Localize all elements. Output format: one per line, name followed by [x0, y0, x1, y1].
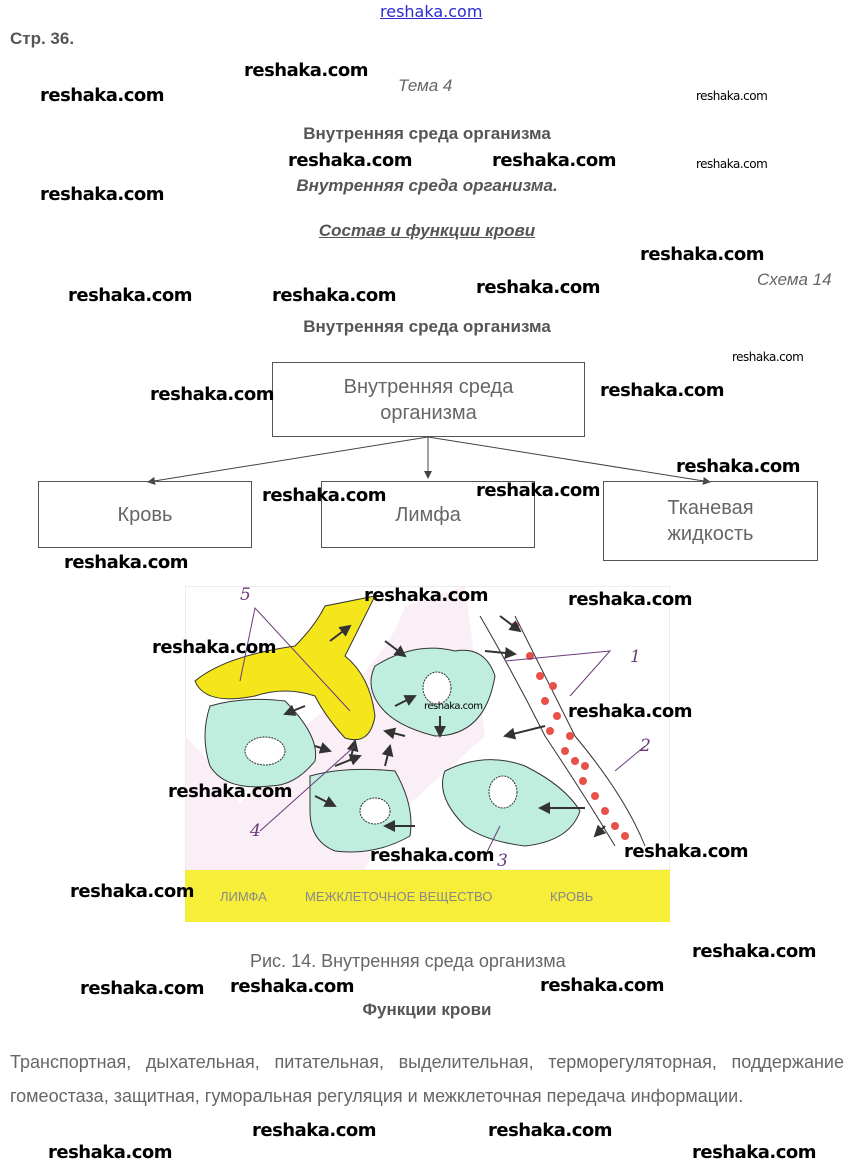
watermark: reshaka.com — [732, 350, 804, 364]
heading-3: Состав и функции крови — [318, 221, 536, 240]
functions-text: Транспортная, дыхательная, питательная, … — [10, 1052, 844, 1106]
legend-lymph: ЛИМФА — [220, 889, 267, 904]
label-4: 4 — [249, 821, 261, 841]
topic: Тема 4 — [398, 76, 453, 95]
watermark: reshaka.com — [288, 150, 413, 171]
child-3-line-1: Тканевая — [667, 497, 754, 519]
scheme-label: Схема 14 — [757, 270, 832, 289]
child-1: Кровь — [117, 503, 173, 526]
box-tissue-fluid: Тканевая жидкость — [603, 481, 818, 561]
watermark: reshaka.com — [624, 841, 749, 862]
watermark: reshaka.com — [568, 701, 693, 722]
watermark: reshaka.com — [492, 150, 617, 171]
label-2: 2 — [639, 736, 651, 756]
watermark: reshaka.com — [252, 1120, 377, 1141]
watermark: reshaka.com — [696, 89, 768, 103]
diagram-arrows — [147, 436, 711, 485]
watermark: reshaka.com — [370, 845, 495, 866]
legend-blood: КРОВЬ — [550, 889, 594, 904]
label-1: 1 — [630, 647, 641, 667]
arrow-tissue — [427, 436, 711, 485]
watermark: reshaka.com — [696, 157, 768, 171]
functions-title: Функции крови — [362, 1000, 492, 1019]
watermark: reshaka.com — [70, 881, 195, 902]
watermark: reshaka.com — [48, 1142, 173, 1163]
diagram-root-box: Внутренняя среда организма — [272, 362, 585, 437]
watermark: reshaka.com — [692, 941, 817, 962]
watermark: reshaka.com — [692, 1142, 817, 1163]
watermark: reshaka.com — [40, 85, 165, 106]
watermark: reshaka.com — [168, 781, 293, 802]
watermark: reshaka.com — [364, 585, 489, 606]
box-lymph: Лимфа — [321, 481, 535, 548]
watermark: reshaka.com — [488, 1120, 613, 1141]
lymph-vessel — [194, 595, 376, 741]
watermark: reshaka.com — [640, 244, 765, 265]
label-3: 3 — [497, 851, 508, 871]
page-ref: Стр. 36. — [10, 29, 75, 48]
watermark: reshaka.com — [600, 380, 725, 401]
figure-legend-bar: ЛИМФА МЕЖКЛЕТОЧНОЕ ВЕЩЕСТВО КРОВЬ — [185, 870, 670, 922]
watermark: reshaka.com — [80, 978, 205, 999]
watermark: reshaka.com — [424, 701, 483, 712]
heading-1: Внутренняя среда организма — [303, 124, 551, 143]
label-5: 5 — [240, 586, 251, 605]
scheme-title: Внутренняя среда организма — [303, 317, 551, 336]
child-3-line-2: жидкость — [667, 523, 754, 545]
child-2: Лимфа — [395, 503, 461, 526]
watermark: reshaka.com — [64, 552, 189, 573]
root-line-2: организма — [380, 401, 477, 424]
watermark: reshaka.com — [40, 184, 165, 205]
watermark: reshaka.com — [152, 637, 277, 658]
watermark: reshaka.com — [476, 277, 601, 298]
root-line-1: Внутренняя среда — [343, 375, 514, 398]
watermark: reshaka.com — [262, 485, 387, 506]
box-blood: Кровь — [38, 481, 252, 548]
watermark: reshaka.com — [676, 456, 801, 477]
arrow-blood — [147, 436, 429, 485]
heading-2: Внутренняя среда организма. — [296, 176, 558, 195]
watermark: reshaka.com — [244, 60, 369, 81]
legend-intercellular: МЕЖКЛЕТОЧНОЕ ВЕЩЕСТВО — [305, 889, 493, 904]
header-link[interactable]: reshaka.com — [380, 2, 483, 21]
watermark: reshaka.com — [230, 976, 355, 997]
watermark: reshaka.com — [540, 975, 665, 996]
watermark: reshaka.com — [476, 480, 601, 501]
watermark: reshaka.com — [568, 589, 693, 610]
figure-illustration: 1 2 3 4 5 — [185, 586, 670, 871]
figure-caption: Рис. 14. Внутренняя среда организма — [250, 951, 566, 971]
watermark: reshaka.com — [150, 384, 275, 405]
watermark: reshaka.com — [68, 285, 193, 306]
watermark: reshaka.com — [272, 285, 397, 306]
